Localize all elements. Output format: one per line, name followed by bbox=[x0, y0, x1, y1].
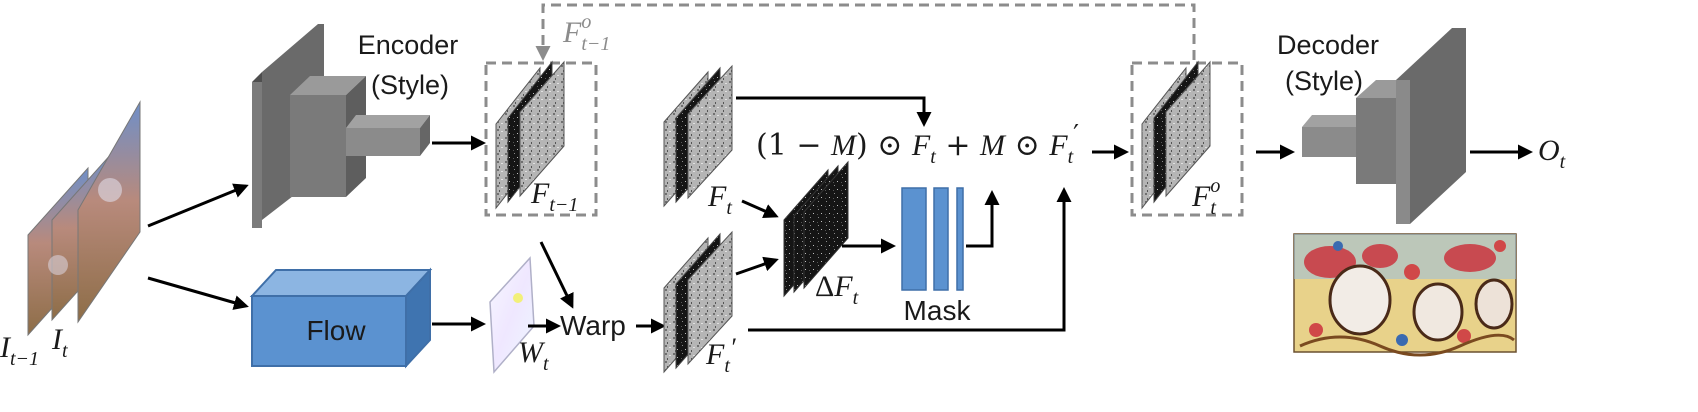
output-label: Ot bbox=[1538, 134, 1566, 173]
feature-maps-warped bbox=[663, 230, 733, 374]
mask-layer-1 bbox=[901, 187, 927, 291]
flow-block bbox=[249, 267, 433, 369]
mask-block bbox=[901, 187, 964, 291]
feat-cur-label: Ft bbox=[707, 180, 732, 219]
mask-layer-2 bbox=[933, 187, 949, 291]
arrow-prev-to-warp bbox=[539, 241, 574, 309]
arrow-current-to-formula bbox=[736, 96, 932, 127]
feat-prev-label: Ft−1 bbox=[530, 177, 578, 216]
feature-maps-output bbox=[1141, 60, 1211, 210]
decoder-title: Decoder bbox=[1277, 30, 1379, 60]
feat-warped-label: Ft′ bbox=[705, 333, 736, 377]
dashed-box-prev-features bbox=[484, 61, 598, 217]
fusion-formula: (1 − M) ⊙ Ft + M ⊙ Ft′ bbox=[756, 120, 1079, 168]
mask-layer-3 bbox=[956, 187, 964, 291]
arrow-input-to-flow bbox=[147, 276, 249, 310]
mask-label: Mask bbox=[904, 295, 972, 326]
delta-feature-maps bbox=[783, 160, 849, 298]
arrow-mask-to-formula bbox=[966, 190, 1000, 248]
encoder-subtitle: (Style) bbox=[371, 70, 449, 100]
input-cur-label: It bbox=[51, 323, 68, 362]
feature-maps-current bbox=[663, 64, 733, 208]
input-frames bbox=[27, 100, 141, 337]
flow-label: Flow bbox=[306, 315, 366, 346]
input-frame-cur bbox=[77, 100, 141, 324]
encoder-block bbox=[252, 24, 430, 228]
warp-label: Warp bbox=[560, 310, 626, 341]
arrow-warped-to-delta bbox=[735, 256, 779, 276]
flow-field-highlight bbox=[513, 293, 523, 303]
delta-label: ΔFt bbox=[815, 270, 859, 309]
arrow-input-to-encoder bbox=[147, 183, 249, 228]
feature-maps-prev bbox=[495, 60, 565, 210]
feedback-dashed-arrow bbox=[535, 3, 1196, 61]
flow-field-label: Wt bbox=[518, 336, 549, 375]
dashed-box-output-features bbox=[1130, 61, 1244, 217]
stylized-output-image bbox=[1293, 233, 1517, 357]
decoder-block bbox=[1302, 28, 1466, 224]
arrow-current-to-delta bbox=[741, 199, 779, 219]
decoder-subtitle: (Style) bbox=[1285, 66, 1363, 96]
arrow-warped-to-formula bbox=[748, 187, 1072, 332]
encoder-title: Encoder bbox=[358, 30, 459, 60]
input-prev-label: It−1 bbox=[0, 331, 39, 370]
